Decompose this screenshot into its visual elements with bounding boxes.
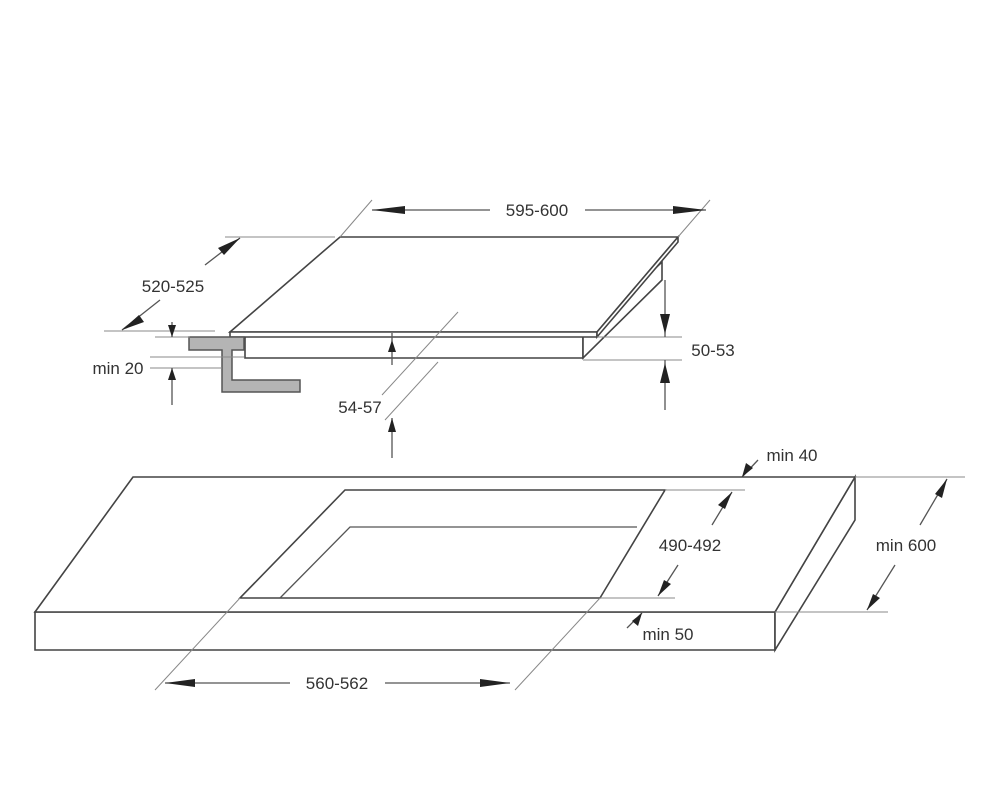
label-built-in-depth: 54-57 <box>338 398 381 417</box>
label-cutout-width: 560-562 <box>306 674 368 693</box>
dim-front-margin: min 50 <box>626 612 694 644</box>
label-cutout-depth: 490-492 <box>659 536 721 555</box>
dim-worktop-depth: min 600 <box>775 476 965 613</box>
hob-glass-edge <box>229 331 598 338</box>
dim-cutout-width: 560-562 <box>154 597 601 693</box>
label-front-margin: min 50 <box>642 625 693 644</box>
label-height: 50-53 <box>691 341 734 360</box>
cutout-inner <box>279 526 637 599</box>
mounting-bracket <box>188 336 301 393</box>
dim-back-margin: min 40 <box>741 446 818 478</box>
dim-depth: 520-525 <box>104 236 335 332</box>
label-depth: 520-525 <box>142 277 204 296</box>
dim-cutout-depth: 490-492 <box>600 489 745 599</box>
hob-glass-side <box>596 234 679 340</box>
dim-min-clearance: min 20 <box>92 322 244 405</box>
label-width: 595-600 <box>506 201 568 220</box>
dim-width: 595-600 <box>339 199 711 238</box>
label-worktop-depth: min 600 <box>876 536 936 555</box>
hob-body-front <box>244 335 584 359</box>
hob <box>227 234 680 360</box>
dim-height: 50-53 <box>583 280 735 410</box>
label-min-clearance: min 20 <box>92 359 143 378</box>
worktop <box>33 474 857 653</box>
dim-built-in-depth: 54-57 <box>338 311 459 458</box>
label-back-margin: min 40 <box>766 446 817 465</box>
